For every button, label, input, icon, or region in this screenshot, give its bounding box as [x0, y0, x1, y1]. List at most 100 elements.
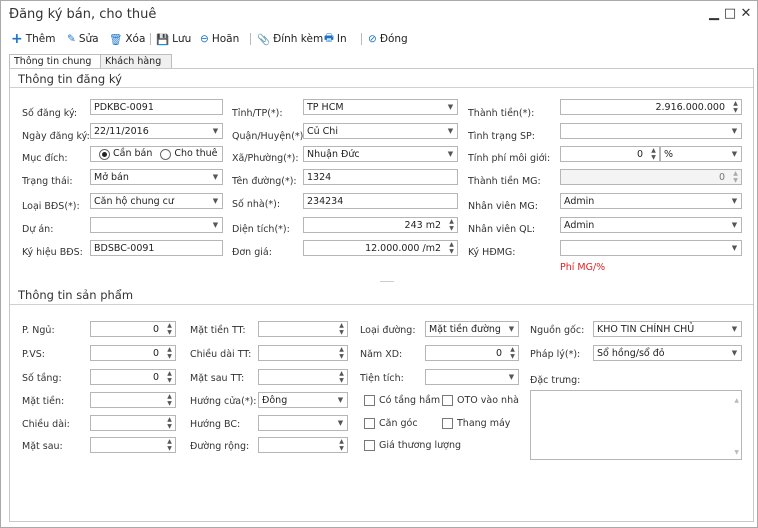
- print-button[interactable]: 🖶In: [324, 31, 347, 47]
- area-spinner[interactable]: 243 m2▲▼: [303, 217, 458, 233]
- house-number-field[interactable]: 234234: [303, 193, 458, 209]
- spinner-arrows-icon[interactable]: ▲▼: [167, 438, 172, 452]
- chevron-down-icon[interactable]: ▼: [508, 373, 515, 381]
- chevron-down-icon[interactable]: ▼: [212, 221, 219, 229]
- spinner-arrows-icon[interactable]: ▲▼: [733, 100, 738, 114]
- car-access-checkbox[interactable]: OTO vào nhà: [442, 395, 519, 406]
- chevron-down-icon[interactable]: ▼: [731, 150, 738, 158]
- spinner-arrows-icon[interactable]: ▲▼: [167, 322, 172, 336]
- status-select[interactable]: Mở bán▼: [90, 169, 223, 185]
- edit-button[interactable]: ✎Sửa: [67, 31, 99, 47]
- reg-number-field[interactable]: PDKBC-0091: [90, 99, 223, 115]
- chevron-down-icon[interactable]: ▼: [212, 173, 219, 181]
- chevron-down-icon[interactable]: ▼: [447, 150, 454, 158]
- spinner-arrows-icon[interactable]: ▲▼: [651, 147, 656, 161]
- amenities-select[interactable]: ▼: [425, 369, 519, 385]
- chevron-down-icon[interactable]: ▼: [337, 419, 344, 427]
- spinner-arrows-icon[interactable]: ▲▼: [339, 346, 344, 360]
- chevron-down-icon[interactable]: ▼: [731, 349, 738, 357]
- corner-unit-checkbox[interactable]: Căn góc: [364, 418, 418, 429]
- source-select[interactable]: KHO TIN CHÍNH CHỦ▼: [593, 321, 742, 337]
- chevron-down-icon[interactable]: ▼: [447, 103, 454, 111]
- close-button[interactable]: ⊘Đóng: [368, 31, 408, 47]
- actual-back-spinner[interactable]: ▲▼: [258, 369, 348, 385]
- scroll-down-icon[interactable]: ▼: [734, 449, 739, 456]
- sell-radio[interactable]: [99, 148, 110, 160]
- save-button[interactable]: 💾Lưu: [156, 31, 191, 47]
- maximize-icon[interactable]: □: [723, 6, 737, 21]
- spinner-arrows-icon[interactable]: ▲▼: [167, 393, 172, 407]
- bathrooms-spinner[interactable]: 0▲▼: [90, 345, 176, 361]
- total-spinner[interactable]: 2.916.000.000▲▼: [560, 99, 742, 115]
- save-label: Lưu: [172, 33, 192, 45]
- property-type-select[interactable]: Căn hộ chung cư▼: [90, 193, 223, 209]
- spinner-arrows-icon[interactable]: ▲▼: [449, 241, 454, 255]
- build-year-spinner[interactable]: 0▲▼: [425, 345, 519, 361]
- chevron-down-icon[interactable]: ▼: [212, 197, 219, 205]
- project-select[interactable]: ▼: [90, 217, 223, 233]
- chevron-down-icon[interactable]: ▼: [731, 221, 738, 229]
- negotiable-price-checkbox[interactable]: Giá thương lượng: [364, 440, 461, 451]
- close-icon[interactable]: ✕: [740, 6, 752, 21]
- road-width-spinner[interactable]: ▲▼: [258, 437, 348, 453]
- spinner-arrows-icon[interactable]: ▲▼: [167, 346, 172, 360]
- negotiable-price-label: Giá thương lượng: [379, 440, 462, 451]
- door-direction-select[interactable]: Đông▼: [258, 392, 348, 408]
- spinner-arrows-icon[interactable]: ▲▼: [339, 370, 344, 384]
- spinner-arrows-icon[interactable]: ▲▼: [167, 370, 172, 384]
- broker-fee-unit-select[interactable]: %▼: [660, 146, 742, 162]
- chevron-down-icon[interactable]: ▼: [731, 127, 738, 135]
- spinner-arrows-icon[interactable]: ▲▼: [510, 346, 515, 360]
- chevron-down-icon[interactable]: ▼: [731, 244, 738, 252]
- unit-price-spinner[interactable]: 12.000.000 /m2▲▼: [303, 240, 458, 256]
- basement-checkbox[interactable]: Có tầng hầm: [364, 395, 440, 406]
- splitter-grip[interactable]: [380, 281, 394, 282]
- broker-total-spinner[interactable]: 0▲▼: [560, 169, 742, 185]
- balcony-direction-select[interactable]: ▼: [258, 415, 348, 431]
- floors-spinner[interactable]: 0▲▼: [90, 369, 176, 385]
- back-width-spinner[interactable]: ▲▼: [90, 437, 176, 453]
- add-button[interactable]: +Thêm: [11, 31, 56, 47]
- manager-staff-select[interactable]: Admin▼: [560, 217, 742, 233]
- chevron-down-icon[interactable]: ▼: [508, 325, 515, 333]
- elevator-checkbox[interactable]: Thang máy: [442, 418, 510, 429]
- chevron-down-icon[interactable]: ▼: [447, 127, 454, 135]
- delete-button[interactable]: 🗑Xóa: [109, 31, 145, 47]
- province-select[interactable]: TP HCM▼: [303, 99, 458, 115]
- spinner-arrows-icon[interactable]: ▲▼: [339, 322, 344, 336]
- postpone-button[interactable]: ⊖Hoãn: [200, 31, 239, 47]
- property-code-field[interactable]: BDSBC-0091: [90, 240, 223, 256]
- spinner-arrows-icon[interactable]: ▲▼: [167, 416, 172, 430]
- street-field[interactable]: 1324: [303, 169, 458, 185]
- chevron-down-icon[interactable]: ▼: [731, 197, 738, 205]
- chevron-down-icon[interactable]: ▼: [731, 325, 738, 333]
- reg-date-field[interactable]: 22/11/2016▼: [90, 123, 223, 139]
- actual-frontage-spinner[interactable]: ▲▼: [258, 321, 348, 337]
- back-width-label: Mặt sau:: [22, 441, 63, 452]
- broker-staff-select[interactable]: Admin▼: [560, 193, 742, 209]
- spinner-arrows-icon[interactable]: ▲▼: [339, 438, 344, 452]
- features-textarea[interactable]: ▲ ▼: [530, 390, 742, 460]
- legal-select[interactable]: Sổ hồng/sổ đỏ▼: [593, 345, 742, 361]
- spinner-arrows-icon[interactable]: ▲▼: [449, 218, 454, 232]
- actual-length-spinner[interactable]: ▲▼: [258, 345, 348, 361]
- scroll-up-icon[interactable]: ▲: [734, 397, 739, 404]
- chevron-down-icon[interactable]: ▼: [212, 127, 219, 135]
- broker-fee-spinner[interactable]: 0▲▼: [560, 146, 660, 162]
- frontage-spinner[interactable]: ▲▼: [90, 392, 176, 408]
- rent-radio[interactable]: [160, 148, 172, 160]
- length-spinner[interactable]: ▲▼: [90, 415, 176, 431]
- ward-select[interactable]: Nhuận Đức▼: [303, 146, 458, 162]
- broker-contract-select[interactable]: ▼: [560, 240, 742, 256]
- ward-label: Xã/Phường(*):: [232, 153, 299, 164]
- spinner-arrows-icon[interactable]: ▲▼: [733, 170, 738, 184]
- pencil-icon: ✎: [67, 33, 76, 45]
- road-type-select[interactable]: Mặt tiền đường▼: [425, 321, 519, 337]
- chevron-down-icon[interactable]: ▼: [337, 396, 344, 404]
- attach-button[interactable]: 📎Đính kèm: [257, 31, 323, 47]
- district-select[interactable]: Củ Chi▼: [303, 123, 458, 139]
- bedrooms-spinner[interactable]: 0▲▼: [90, 321, 176, 337]
- minimize-icon[interactable]: ▁: [709, 6, 719, 21]
- tab-customer[interactable]: Khách hàng: [100, 54, 172, 69]
- product-status-select[interactable]: ▼: [560, 123, 742, 139]
